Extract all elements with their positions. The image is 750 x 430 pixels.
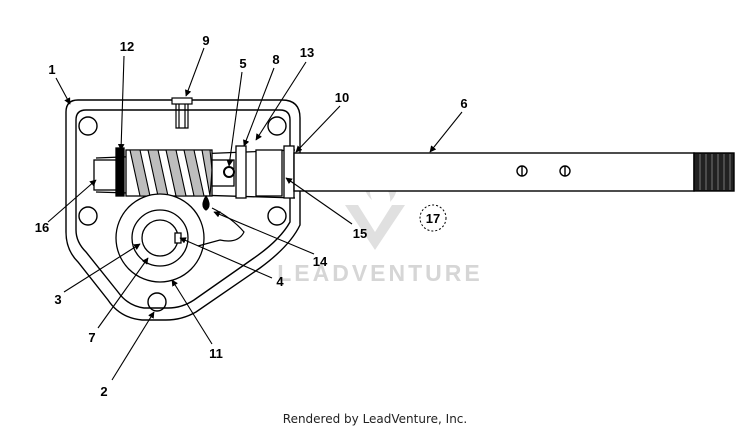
worm-threads [129, 149, 213, 197]
leader-9 [184, 47, 205, 97]
thrust-washer-left [115, 147, 125, 197]
callout-9: 9 [202, 33, 209, 48]
callout-15: 15 [353, 226, 367, 241]
callout-13: 13 [300, 45, 314, 60]
housing-bolt-hole [267, 206, 287, 226]
leader-14 [213, 211, 315, 255]
housing-bolt-hole [78, 116, 98, 136]
callout-14: 14 [313, 254, 328, 269]
callout-17: 17 [426, 211, 440, 226]
callout-10: 10 [335, 90, 349, 105]
leader-4 [179, 237, 273, 279]
spline-teeth [699, 154, 731, 190]
callout-labels: 1 12 9 5 8 13 10 6 16 15 14 4 3 7 11 2 1… [35, 33, 468, 399]
callout-4: 4 [276, 274, 284, 289]
callout-2: 2 [100, 384, 107, 399]
shaft-hole-2 [559, 165, 571, 177]
leader-2 [111, 311, 155, 381]
leader-1 [55, 77, 71, 105]
shaft-hole-1 [516, 165, 528, 177]
leader-15 [285, 177, 353, 225]
leader-6 [429, 111, 463, 153]
seal-washer [283, 145, 295, 199]
output-shaft-body [293, 152, 695, 192]
callout-1: 1 [48, 62, 55, 77]
leader-16 [47, 179, 97, 223]
gear-housing [65, 99, 301, 321]
bearing-right [255, 149, 283, 197]
oil-line [197, 207, 245, 247]
callout-11: 11 [209, 346, 223, 361]
leader-3 [63, 243, 141, 293]
vent-plug [171, 97, 193, 129]
housing-inner-outline [75, 109, 291, 309]
splined-end [693, 152, 735, 192]
leader-13 [255, 61, 307, 141]
callout-6: 6 [460, 96, 467, 111]
worm-gear [115, 193, 205, 283]
leader-8 [243, 67, 275, 147]
oil-drop-plug [197, 194, 245, 247]
leader-7 [97, 257, 149, 329]
leader-11 [171, 279, 213, 345]
thrust-washer-mid [235, 145, 247, 199]
leader-5 [226, 71, 243, 167]
callout-17-badge: 17 [419, 204, 447, 232]
leader-10 [295, 105, 341, 153]
callout-16: 16 [35, 220, 49, 235]
callout-7: 7 [88, 330, 95, 345]
leader-12 [117, 55, 125, 151]
callout-8: 8 [272, 52, 279, 67]
leader-lines [47, 47, 463, 381]
housing-bolt-hole [147, 292, 167, 312]
gear-outer-ring [115, 193, 205, 283]
roll-pin [223, 166, 235, 178]
callout-3: 3 [54, 292, 61, 307]
output-shaft [293, 152, 735, 192]
worm-shaft-assembly [93, 145, 296, 199]
housing-bolt-hole [267, 116, 287, 136]
watermark-v-icon [345, 205, 405, 250]
callout-12: 12 [120, 39, 134, 54]
callout-5: 5 [239, 56, 246, 71]
gear-hub [131, 209, 189, 267]
footer-credit: Rendered by LeadVenture, Inc. [282, 412, 468, 426]
housing-outer-outline [65, 99, 301, 321]
housing-bolt-hole [78, 206, 98, 226]
shaft-section [211, 159, 235, 187]
watermark-text: LEADVENTURE [277, 260, 483, 286]
